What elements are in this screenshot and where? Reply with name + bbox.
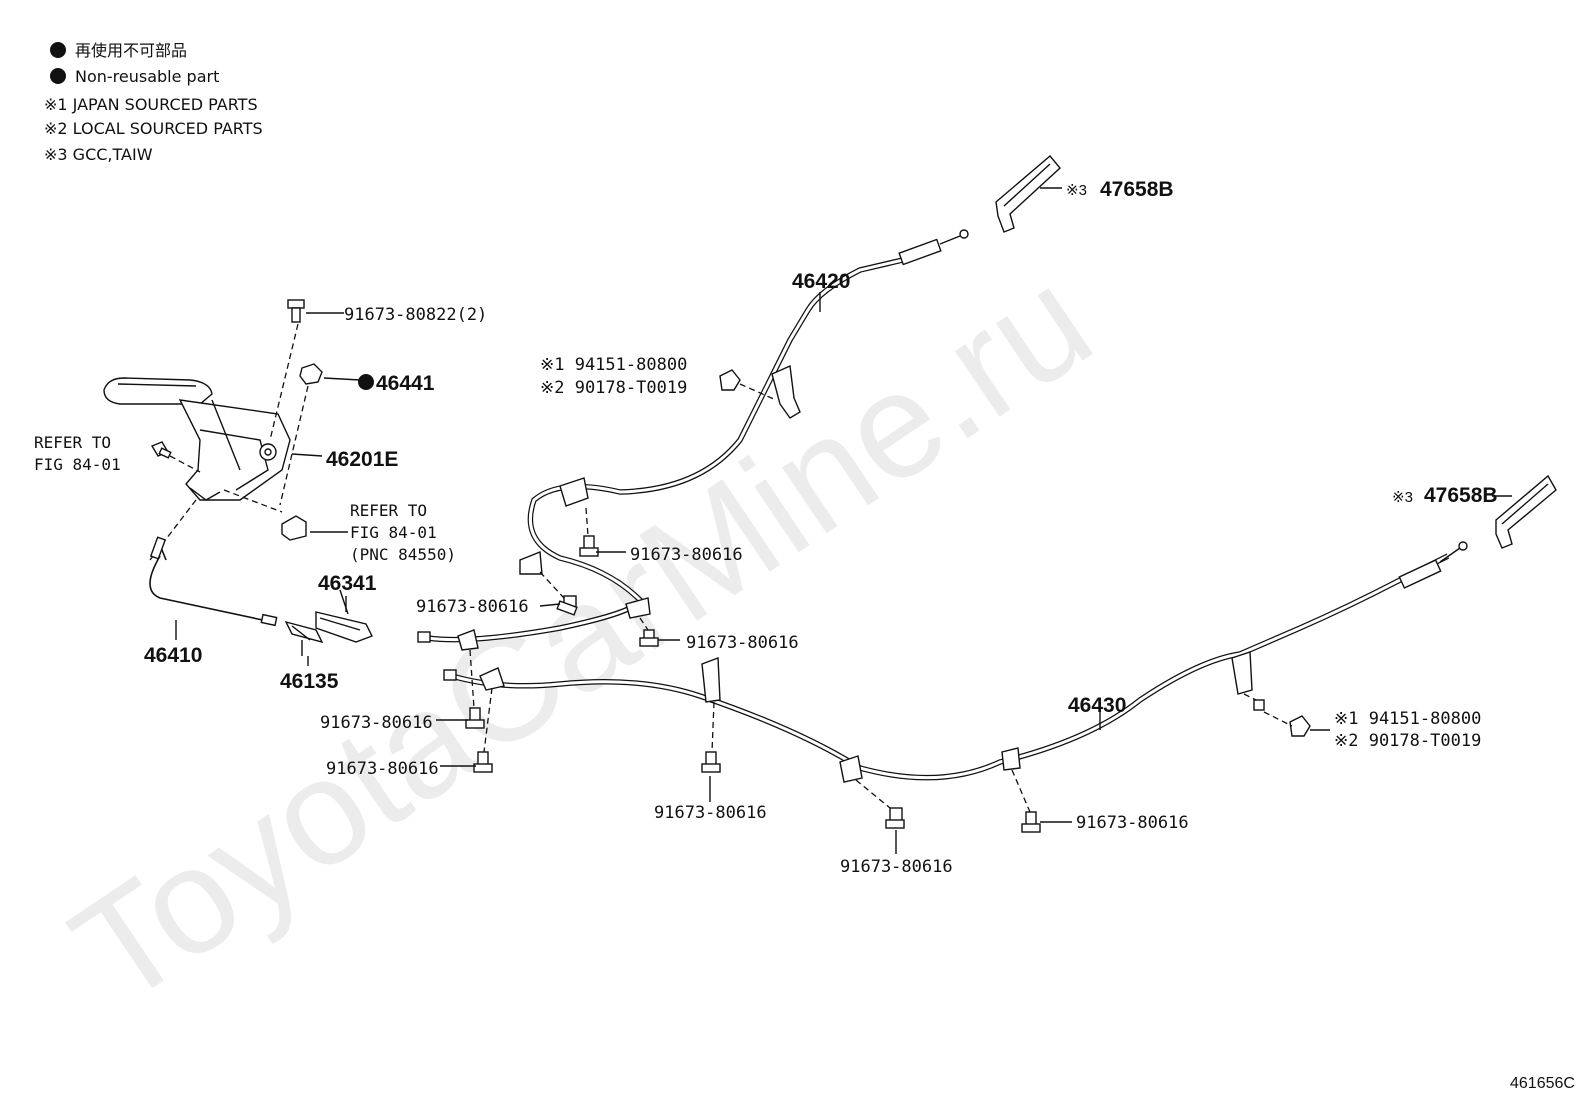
label-46201e: 46201E xyxy=(326,448,398,471)
note-refer-a-1: REFER TO xyxy=(34,433,111,452)
non-reusable-dot-icon xyxy=(50,42,66,58)
label-46135: 46135 xyxy=(280,670,339,693)
label-91673-80822: 91673-80822(2) xyxy=(344,305,487,325)
legend-local-sourced: ※2 LOCAL SOURCED PARTS xyxy=(44,119,263,138)
label-46410: 46410 xyxy=(144,644,202,667)
grommet-nut-icon xyxy=(719,369,741,391)
clip-47658b-right xyxy=(1495,474,1557,549)
label-91673-d: 91673-80616 xyxy=(320,713,433,733)
label-94151-top-2: ※2 90178-T0019 xyxy=(540,378,687,398)
legend: 再使用不可部品 Non-reusable part ※1 JAPAN SOURC… xyxy=(44,41,263,164)
bolt-icon xyxy=(639,629,659,647)
note-refer-b-3: (PNC 84550) xyxy=(350,545,456,564)
bolt-icon xyxy=(556,595,578,616)
bolt-icon xyxy=(1021,811,1041,833)
diagram-code: 461656C xyxy=(1510,1075,1575,1092)
label-47658b-mark: ※3 xyxy=(1066,182,1087,199)
bolt-icon xyxy=(1253,699,1265,711)
cable-46420 xyxy=(417,229,969,651)
legend-jp-label: 再使用不可部品 xyxy=(75,41,187,60)
bolt-icon xyxy=(287,299,305,323)
note-refer-a-2: FIG 84-01 xyxy=(34,455,121,474)
label-47658b-right-mark: ※3 xyxy=(1392,489,1413,506)
legend-japan-sourced: ※1 JAPAN SOURCED PARTS xyxy=(44,95,258,114)
legend-non-reusable-label: Non-reusable part xyxy=(75,67,219,86)
label-46430: 46430 xyxy=(1068,694,1126,717)
non-reusable-dot-icon xyxy=(50,68,66,84)
part-labels: ※3 47658B ※3 47658B 46420 91673-80822(2)… xyxy=(34,178,1498,877)
label-91673-a: 91673-80616 xyxy=(630,545,743,565)
label-91673-f: 91673-80616 xyxy=(654,803,767,823)
note-refer-b-1: REFER TO xyxy=(350,501,427,520)
cable-46430 xyxy=(443,541,1468,783)
label-94151-right-1: ※1 94151-80800 xyxy=(1334,709,1481,729)
nut-icon xyxy=(299,363,323,385)
label-91673-c: 91673-80616 xyxy=(686,633,799,653)
label-91673-h: 91673-80616 xyxy=(840,857,953,877)
label-46341: 46341 xyxy=(318,572,377,595)
clip-icon xyxy=(281,515,307,541)
label-46441: 46441 xyxy=(376,372,435,395)
label-94151-right-2: ※2 90178-T0019 xyxy=(1334,731,1481,751)
bolt-icon xyxy=(885,807,905,829)
label-91673-g: 91673-80616 xyxy=(1076,813,1189,833)
non-reusable-dot-icon xyxy=(358,374,374,390)
parking-brake-lever-assembly xyxy=(103,299,373,656)
bolt-icon xyxy=(473,751,493,773)
label-94151-top-1: ※1 94151-80800 xyxy=(540,355,687,375)
label-46420: 46420 xyxy=(792,270,850,293)
label-47658b-right: 47658B xyxy=(1424,484,1498,507)
clip-47658b-top xyxy=(995,155,1061,233)
label-91673-e: 91673-80616 xyxy=(326,759,439,779)
bolt-icon xyxy=(465,707,485,729)
note-refer-b-2: FIG 84-01 xyxy=(350,523,437,542)
legend-gcc-taiw: ※3 GCC,TAIW xyxy=(44,145,153,164)
label-47658b-top: 47658B xyxy=(1100,178,1174,201)
bolt-icon xyxy=(150,441,172,459)
label-91673-b: 91673-80616 xyxy=(416,597,529,617)
adjusting-nut-icon xyxy=(284,620,324,644)
bolt-icon xyxy=(701,751,721,773)
grommet-nut-icon xyxy=(1289,715,1311,737)
equalizer-icon xyxy=(315,611,373,643)
